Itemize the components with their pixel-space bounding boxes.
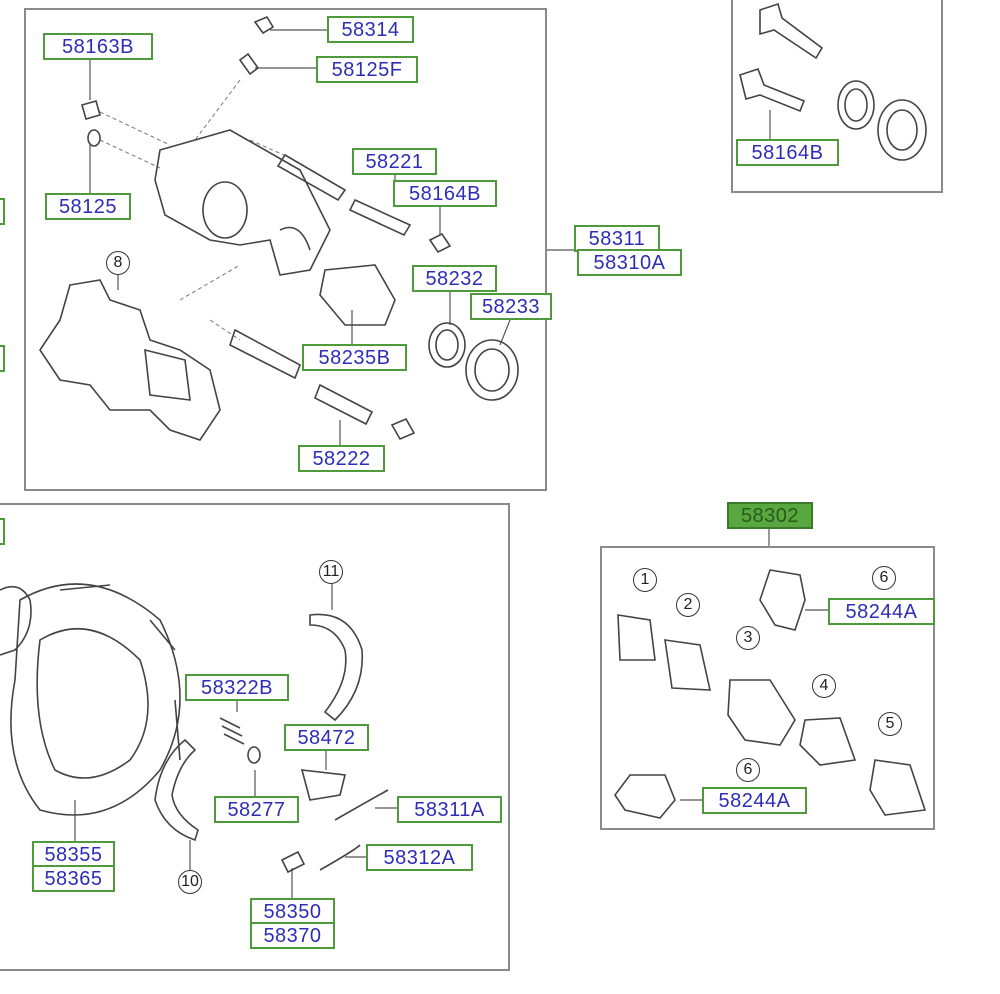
- part-label-58311A[interactable]: 58311A: [397, 796, 502, 823]
- assembly-label-58302[interactable]: 58302: [727, 502, 813, 529]
- partial-label-left-2[interactable]: [0, 345, 5, 372]
- part-label-58244A[interactable]: 58244A: [702, 787, 807, 814]
- top-right-group-frame: [731, 0, 943, 193]
- part-label-58314[interactable]: 58314: [327, 16, 414, 43]
- part-label-58233[interactable]: 58233: [470, 293, 552, 320]
- partial-label-left-1[interactable]: [0, 198, 5, 225]
- part-label-58164B-top-right[interactable]: 58164B: [736, 139, 839, 166]
- part-label-58232[interactable]: 58232: [412, 265, 497, 292]
- part-label-58365[interactable]: 58365: [32, 865, 115, 892]
- part-label-58221[interactable]: 58221: [352, 148, 437, 175]
- callout-11: 11: [319, 560, 343, 584]
- part-label-58235B[interactable]: 58235B: [302, 344, 407, 371]
- part-label-58164B[interactable]: 58164B: [393, 180, 497, 207]
- callout-1: 1: [633, 568, 657, 592]
- part-label-58277[interactable]: 58277: [214, 796, 299, 823]
- part-label-58311[interactable]: 58311: [574, 225, 660, 252]
- part-label-58125F[interactable]: 58125F: [316, 56, 418, 83]
- callout-6: 6: [736, 758, 760, 782]
- callout-3: 3: [736, 626, 760, 650]
- part-label-58370[interactable]: 58370: [250, 922, 335, 949]
- part-label-58472[interactable]: 58472: [284, 724, 369, 751]
- partial-label-left-3[interactable]: [0, 518, 5, 545]
- part-label-58322B[interactable]: 58322B: [185, 674, 289, 701]
- part-label-58312A[interactable]: 58312A: [366, 844, 473, 871]
- parking-brake-group-frame: [0, 503, 510, 971]
- callout-2: 2: [676, 593, 700, 617]
- part-label-58244A[interactable]: 58244A: [828, 598, 935, 625]
- part-label-58222[interactable]: 58222: [298, 445, 385, 472]
- part-label-58163B[interactable]: 58163B: [43, 33, 153, 60]
- callout-8: 8: [106, 251, 130, 275]
- part-label-58125[interactable]: 58125: [45, 193, 131, 220]
- brake-pad-group-frame: [600, 546, 935, 830]
- part-label-58350[interactable]: 58350: [250, 898, 335, 925]
- callout-5: 5: [878, 712, 902, 736]
- callout-10: 10: [178, 870, 202, 894]
- part-label-58310A[interactable]: 58310A: [577, 249, 682, 276]
- callout-6: 6: [872, 566, 896, 590]
- caliper-group-frame: [24, 8, 547, 491]
- callout-4: 4: [812, 674, 836, 698]
- part-label-58355[interactable]: 58355: [32, 841, 115, 868]
